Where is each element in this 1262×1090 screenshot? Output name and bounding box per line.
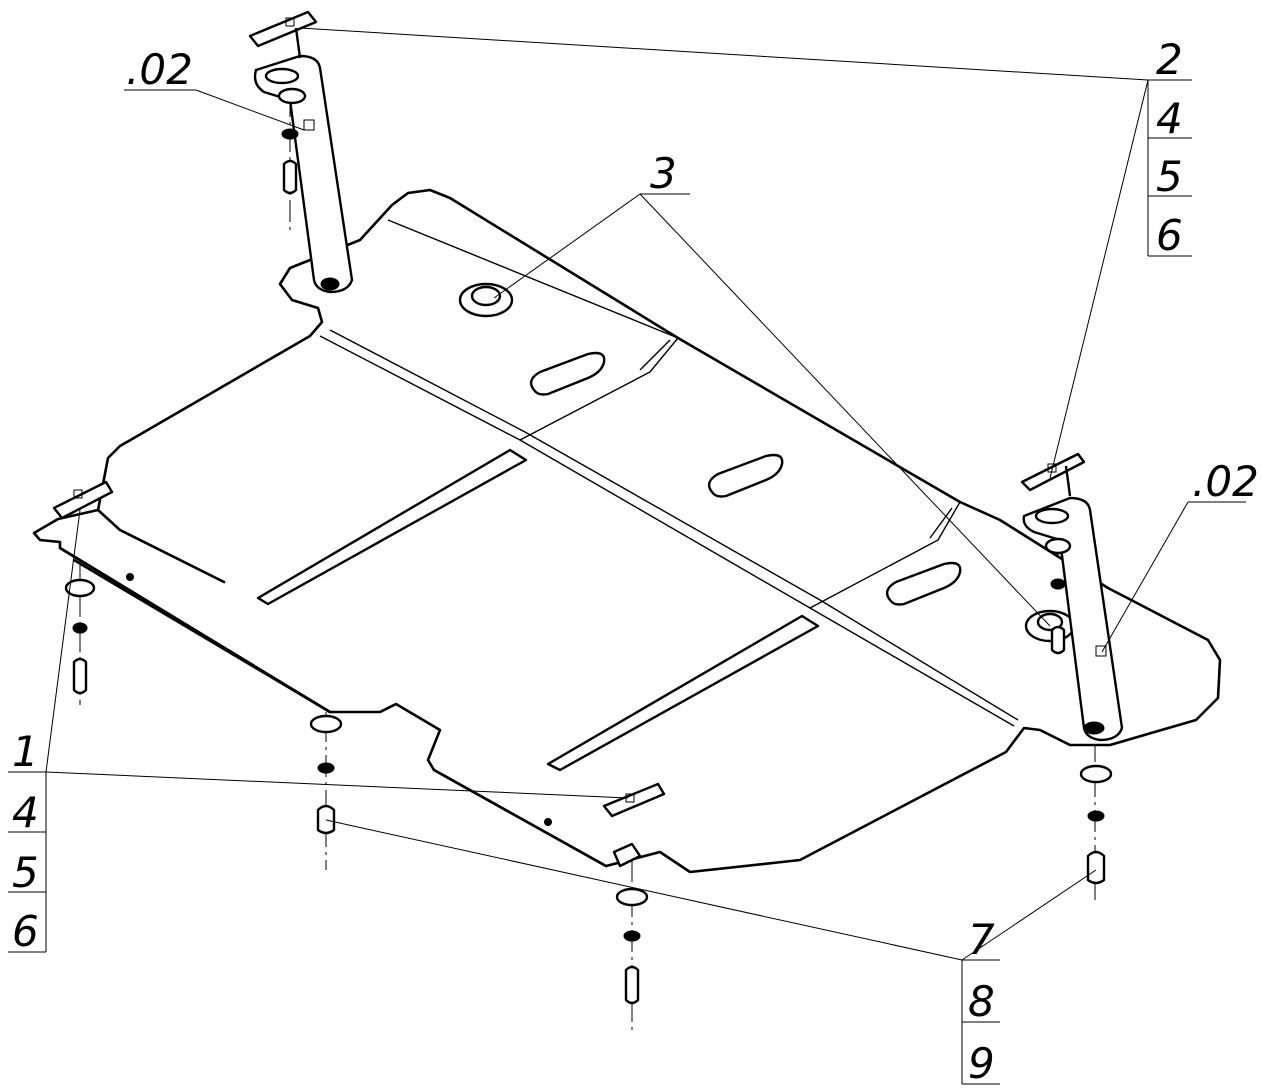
- callout-4-top: 4: [1156, 94, 1183, 143]
- callout-02-left: .02: [126, 45, 193, 94]
- leader-lines: [8, 27, 1246, 961]
- callout-5-top: 5: [1156, 152, 1183, 201]
- callout-frame-top-right: [1147, 80, 1192, 257]
- skid-plate: [32, 188, 1222, 874]
- callout-7: 7: [968, 915, 995, 964]
- callout-9: 9: [968, 1039, 995, 1088]
- callout-8: 8: [968, 977, 995, 1026]
- callout-3: 3: [650, 149, 677, 198]
- bracket-right: [1020, 452, 1124, 742]
- fastener-set-center-left: [309, 714, 343, 835]
- callout-frame-left: [8, 772, 47, 953]
- callout-6-left: 6: [12, 907, 39, 956]
- bracket-left: [248, 10, 354, 294]
- callout-5-left: 5: [12, 848, 39, 897]
- fastener-set-left: [52, 480, 114, 695]
- callout-6-top: 6: [1156, 211, 1183, 260]
- callout-frame-bottom-right: [961, 960, 1000, 1085]
- fastener-set-front: [602, 782, 666, 1005]
- callout-1: 1: [12, 727, 39, 776]
- callout-2: 2: [1156, 35, 1183, 84]
- callout-4-left: 4: [12, 788, 39, 837]
- fastener-set-right: [1079, 764, 1113, 885]
- callout-02-right: .02: [1192, 457, 1259, 506]
